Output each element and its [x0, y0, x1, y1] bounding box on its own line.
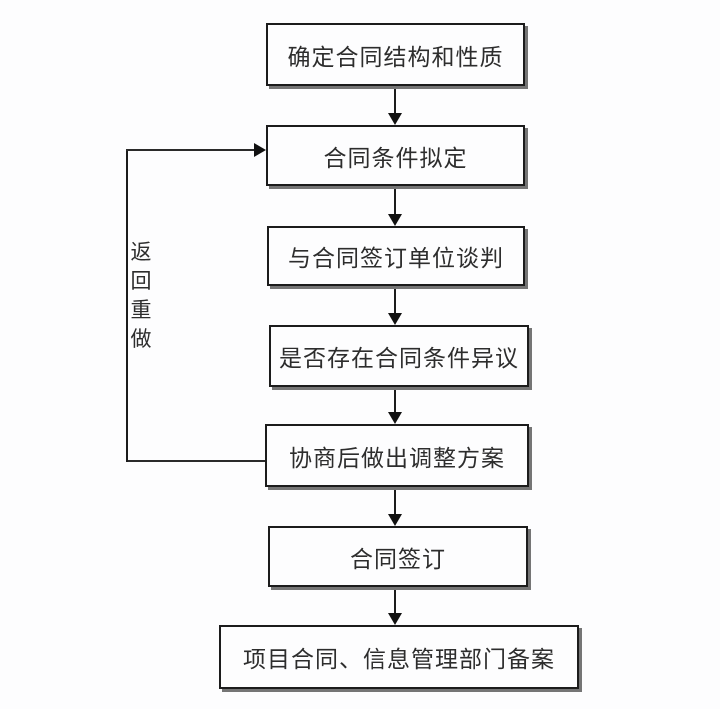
flow-node-label: 是否存在合同条件异议: [279, 346, 519, 371]
connector-line-2-3: [394, 186, 396, 216]
connector-line-3-4: [394, 286, 396, 315]
connector-line-1-2: [394, 86, 396, 115]
loop-label-char: 返: [130, 240, 152, 264]
arrow-down-icon: [388, 113, 402, 125]
flow-node-label: 合同签订: [350, 546, 446, 572]
flow-node-draft-conditions: 合同条件拟定: [266, 125, 525, 186]
arrow-down-icon: [388, 514, 402, 526]
connector-line-4-5: [394, 387, 396, 414]
connector-line-6-7: [394, 587, 396, 615]
loop-label-char: 回: [130, 269, 152, 293]
loop-line-top: [126, 149, 255, 151]
loop-line-bottom: [126, 460, 266, 462]
flow-node-filing: 项目合同、信息管理部门备案: [219, 625, 579, 689]
flow-node-determine-structure: 确定合同结构和性质: [266, 23, 525, 86]
arrow-down-icon: [388, 214, 402, 226]
flow-node-sign-contract: 合同签订: [268, 526, 528, 587]
loop-line-vertical: [126, 149, 128, 462]
flow-node-label: 项目合同、信息管理部门备案: [243, 647, 555, 672]
arrow-down-icon: [388, 613, 402, 625]
flow-node-label: 合同条件拟定: [323, 145, 468, 171]
arrow-right-icon: [254, 143, 266, 157]
loop-label-char: 做: [130, 327, 152, 351]
loop-label-char: 重: [130, 298, 152, 322]
flow-node-negotiate: 与合同签订单位谈判: [267, 226, 525, 286]
connector-line-5-6: [394, 487, 396, 516]
flow-node-objection-check: 是否存在合同条件异议: [269, 325, 529, 387]
flow-node-label: 确定合同结构和性质: [287, 44, 504, 70]
flow-node-adjustment-plan: 协商后做出调整方案: [265, 424, 529, 487]
loop-label-return-redo: 返 回 重 做: [128, 238, 154, 354]
arrow-down-icon: [388, 313, 402, 325]
arrow-down-icon: [388, 412, 402, 424]
flow-node-label: 与合同签订单位谈判: [288, 246, 504, 271]
flow-node-label: 协商后做出调整方案: [289, 445, 505, 471]
